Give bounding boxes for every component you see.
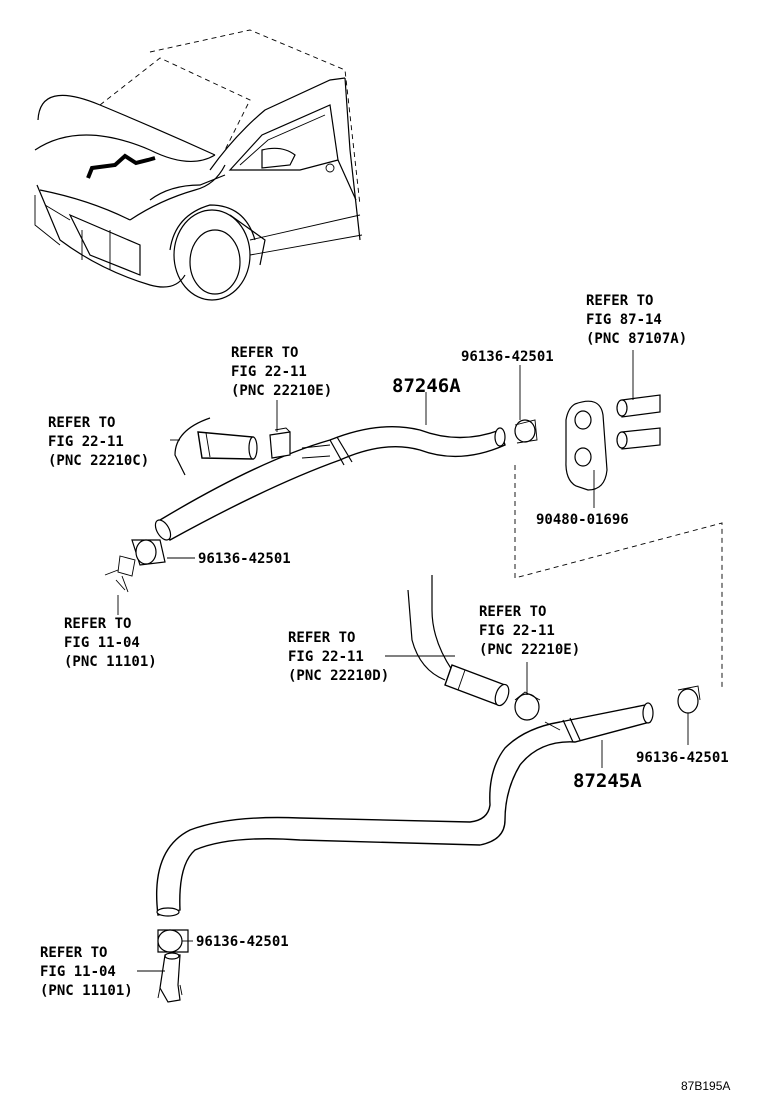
ref-line: FIG 22-11 <box>479 623 555 639</box>
engine-hose-stub-lower <box>407 575 510 707</box>
ref-line: REFER TO <box>231 345 298 361</box>
ref-line: FIG 87-14 <box>586 312 662 328</box>
ref-line: (PNC 87107A) <box>586 331 687 347</box>
grommet-label: 90480-01696 <box>536 512 629 528</box>
clamp-upper-right <box>514 419 538 444</box>
ref-fig-11-04-bottom: REFER TO FIG 11-04 (PNC 11101) <box>40 945 133 999</box>
ref-line: REFER TO <box>40 945 107 961</box>
ref-line: (PNC 22210E) <box>231 383 332 399</box>
ref-fig-22-11-e-mid: REFER TO FIG 22-11 (PNC 22210E) <box>479 604 580 658</box>
ref-fig-22-11-d: REFER TO FIG 22-11 (PNC 22210D) <box>288 630 389 684</box>
clamp-label-right: 96136-42501 <box>636 750 729 766</box>
ref-line: (PNC 11101) <box>64 654 157 670</box>
drawing-code: 87B195A <box>681 1079 730 1093</box>
ref-fig-87-14: REFER TO FIG 87-14 (PNC 87107A) <box>586 293 687 347</box>
ref-line: REFER TO <box>586 293 653 309</box>
clamp-upper-middle <box>269 427 291 459</box>
ref-line: REFER TO <box>288 630 355 646</box>
ref-line: (PNC 22210C) <box>48 453 149 469</box>
clamp-label-bottom: 96136-42501 <box>196 934 289 950</box>
hose-87245a <box>155 702 654 917</box>
ref-line: FIG 11-04 <box>64 635 140 651</box>
ref-line: FIG 22-11 <box>288 649 364 665</box>
guide-line-right <box>514 465 723 690</box>
heater-pipes <box>616 394 661 450</box>
clamp-label-top-right: 96136-42501 <box>461 349 554 365</box>
ref-line: REFER TO <box>479 604 546 620</box>
ref-line: FIG 11-04 <box>40 964 116 980</box>
clamp-right <box>677 685 701 714</box>
vehicle-illustration <box>34 29 363 301</box>
part-label-87246a: 87246A <box>392 375 461 397</box>
leader-lines <box>117 350 689 972</box>
ref-line: REFER TO <box>64 616 131 632</box>
hose-87246a <box>154 426 506 541</box>
engine-pipe-bottom <box>157 952 183 1003</box>
ref-fig-22-11-c: REFER TO FIG 22-11 (PNC 22210C) <box>48 415 149 469</box>
ref-line: REFER TO <box>48 415 115 431</box>
ref-fig-11-04-top: REFER TO FIG 11-04 (PNC 11101) <box>64 616 157 670</box>
clamp-upper-left <box>104 539 166 593</box>
ref-line: (PNC 22210D) <box>288 668 389 684</box>
clamp-bottom <box>157 929 189 953</box>
ref-line: (PNC 22210E) <box>479 642 580 658</box>
clamp-lower-middle <box>514 691 541 721</box>
ref-line: FIG 22-11 <box>48 434 124 450</box>
part-label-87245a: 87245A <box>573 770 642 792</box>
ref-fig-22-11-e-top: REFER TO FIG 22-11 (PNC 22210E) <box>231 345 332 399</box>
clamp-label-top-left: 96136-42501 <box>198 551 291 567</box>
ref-line: (PNC 11101) <box>40 983 133 999</box>
grommet <box>565 400 608 491</box>
engine-hose-stub-upper <box>174 417 258 476</box>
ref-line: FIG 22-11 <box>231 364 307 380</box>
